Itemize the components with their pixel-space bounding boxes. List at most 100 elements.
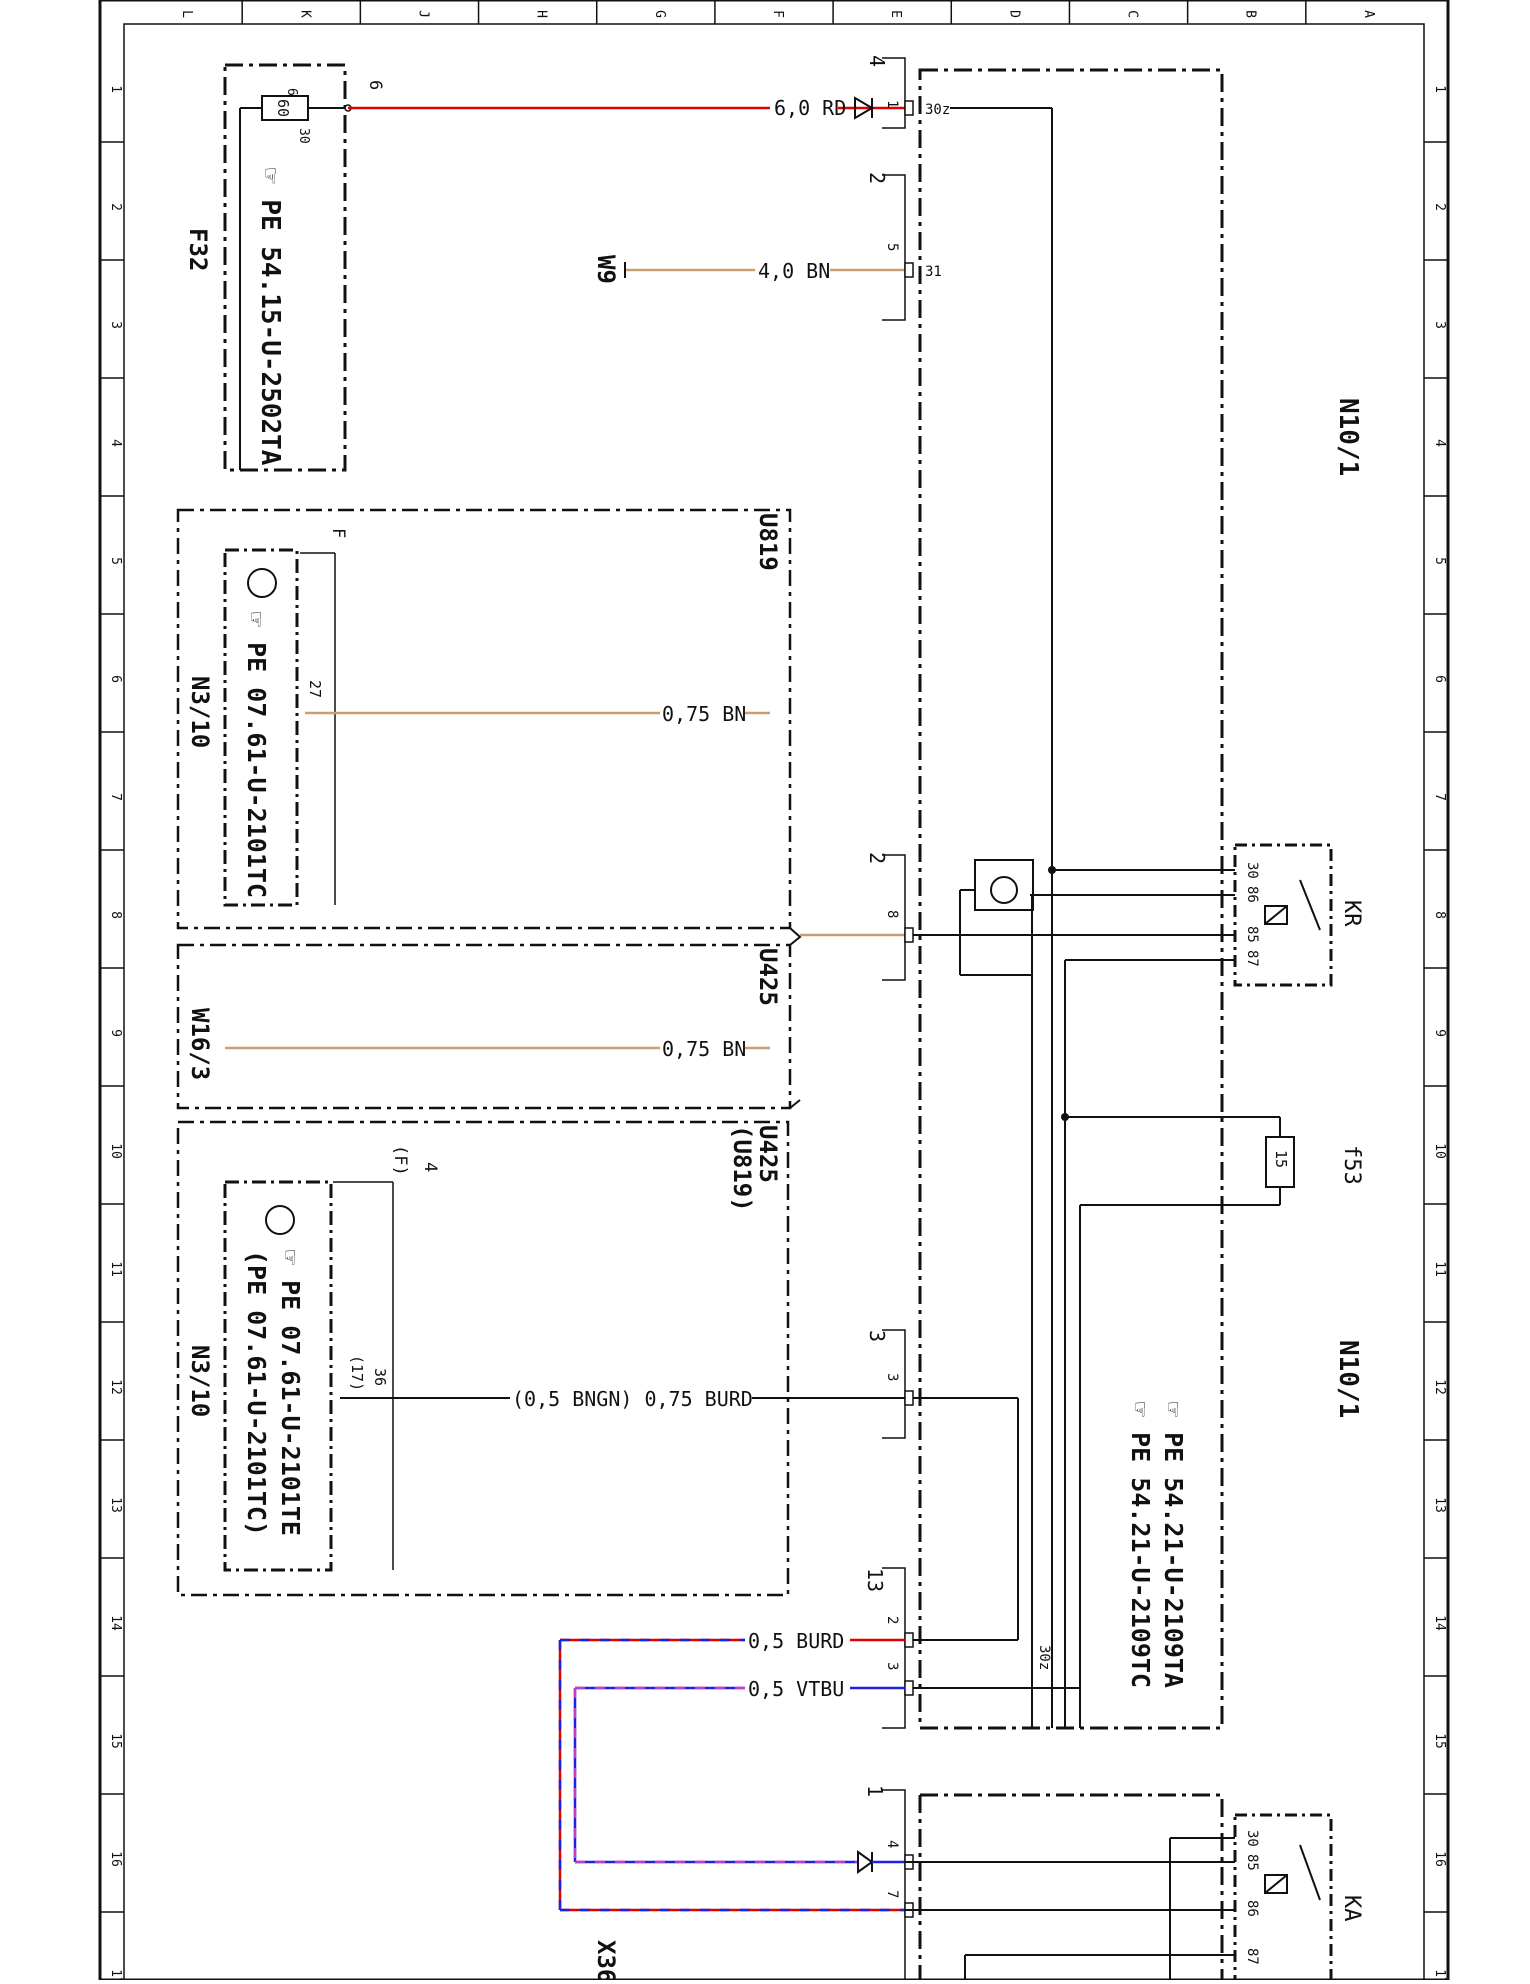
n10-1-unit: N10/1 N10/1 ☞ PE 54.21-U-2109TA ☞ PE 54.… <box>905 68 1363 1730</box>
n3-10b-label: N3/10 <box>186 1345 214 1417</box>
grid-letter-A: A <box>1361 10 1376 18</box>
f32-pin-top: 6 <box>365 80 385 90</box>
n10-1-ref1: ☞ PE 54.21-U-2109TA <box>1159 1402 1188 1688</box>
grid-number-4: 4 <box>1432 439 1447 447</box>
u819-block: U819 F 27 ☞ PE 07.61-U-2101TC N3/10 0,75… <box>176 508 792 930</box>
grid-letter-L: L <box>179 10 194 18</box>
grid-number-5: 5 <box>1432 557 1447 565</box>
grid-number-11: 11 <box>108 1261 123 1277</box>
n10-1-ref2: ☞ PE 54.21-U-2109TC <box>1126 1402 1155 1688</box>
ka-pin-86: 86 <box>1244 1900 1260 1917</box>
svg-text:1: 1 <box>884 100 900 108</box>
u425b-label: U425 <box>754 1125 782 1183</box>
svg-text:3: 3 <box>884 1373 900 1381</box>
sensor-icon <box>265 1205 295 1235</box>
grid-number-4: 4 <box>108 439 123 447</box>
relay-switch-icon <box>1299 1844 1321 1901</box>
grid-number-3: 3 <box>108 321 123 329</box>
grid-number-1: 1 <box>108 85 123 93</box>
n3-10a-pin: 27 <box>306 680 324 698</box>
grid-number-10: 10 <box>108 1143 123 1159</box>
grid-number-15: 15 <box>108 1733 123 1749</box>
grid-number-2: 2 <box>108 203 123 211</box>
svg-text:4: 4 <box>884 1840 900 1848</box>
grid-number-12: 12 <box>1432 1379 1447 1395</box>
connector-c2: 2 5 31 <box>865 172 942 321</box>
ka-relay: KA 30 85 86 87 <box>1233 1813 1364 1982</box>
kr-pin-30: 30 <box>1244 862 1260 879</box>
svg-text:30z: 30z <box>925 102 950 118</box>
svg-text:13: 13 <box>863 1568 887 1592</box>
f53-value: 15 <box>1272 1150 1290 1168</box>
sensor-icon <box>990 876 1018 904</box>
svg-text:3: 3 <box>865 1330 889 1342</box>
kr-pin-85: 85 <box>1244 926 1260 943</box>
wire-6-rd: 6,0 RD <box>348 96 905 120</box>
grid-number-17: 17 <box>108 1969 123 1980</box>
n3-10b-pin: 36 <box>371 1368 389 1386</box>
grid-number-9: 9 <box>108 1029 123 1037</box>
connector-c3: 2 8 <box>865 852 914 981</box>
grid-number-9: 9 <box>1432 1029 1447 1037</box>
grid-number-5: 5 <box>108 557 123 565</box>
u425-u819-block: U425 (U819) 4 (F) 36 (17) ☞ PE 07.61-U-2… <box>176 1120 905 1597</box>
f32-label: F32 <box>184 228 212 271</box>
u819-label: U819 <box>754 513 782 571</box>
svg-text:2: 2 <box>865 852 889 864</box>
grid-letter-F: F <box>770 10 785 18</box>
wire-05-burd-label: 0,5 BURD <box>748 1629 844 1653</box>
grid-number-14: 14 <box>108 1615 123 1631</box>
hand-pointer-icon: ☞ <box>1126 1402 1155 1432</box>
grid-number-8: 8 <box>1432 911 1447 919</box>
n3-10a-tag: F <box>328 528 348 538</box>
kr-pin-86: 86 <box>1244 886 1260 903</box>
grid-number-11: 11 <box>1432 1261 1447 1277</box>
f53-fuse: 15 f53 <box>1265 1136 1364 1188</box>
f32-fuse-value: 60 <box>274 99 292 117</box>
ka-pin-30: 30 <box>1244 1830 1260 1847</box>
n10-1-label-top: N10/1 <box>1333 398 1363 476</box>
kr-relay: KR 30 86 85 87 <box>1233 843 1364 987</box>
grid-letter-E: E <box>888 10 903 18</box>
svg-text:8: 8 <box>884 910 900 918</box>
connector-c4: 3 3 <box>865 1329 914 1439</box>
ka-pin-85: 85 <box>1244 1854 1260 1871</box>
grid-number-7: 7 <box>108 793 123 801</box>
bus-30z-label: 30z <box>1036 1645 1052 1670</box>
grid-number-15: 15 <box>1432 1733 1447 1749</box>
grid-number-13: 13 <box>1432 1497 1447 1513</box>
n3-10b-ref: ☞ PE 07.61-U-2101TE <box>276 1250 305 1536</box>
wire-burd-label: (0,5 BNGN) 0,75 BURD <box>512 1387 753 1411</box>
svg-text:7: 7 <box>884 1890 900 1898</box>
grid-letter-J: J <box>415 10 430 18</box>
n3-10b-tag: 4 <box>420 1162 440 1172</box>
n3-10a-label: N3/10 <box>186 676 214 748</box>
grid-number-13: 13 <box>108 1497 123 1513</box>
grid-number-2: 2 <box>1432 203 1447 211</box>
w9-ground: W9 4,0 BN <box>592 255 905 284</box>
f32-pin-out: 30 <box>296 128 311 144</box>
w9-label: W9 <box>592 255 620 284</box>
wire-05-burd: 0,5 BURD <box>558 1629 905 1912</box>
grid-number-6: 6 <box>1432 675 1447 683</box>
grid-number-17: 17 <box>1432 1969 1447 1980</box>
ka-label: KA <box>1339 1895 1364 1922</box>
f32-pin-in: 6 <box>284 88 299 96</box>
grid-number-16: 16 <box>108 1851 123 1867</box>
grid-number-12: 12 <box>108 1379 123 1395</box>
w16-3-label: W16/3 <box>186 1008 214 1080</box>
svg-text:31: 31 <box>925 264 942 280</box>
n3-10a-ref: ☞ PE 07.61-U-2101TC <box>242 612 271 898</box>
hand-pointer-icon: ☞ <box>242 612 271 642</box>
grid-number-6: 6 <box>108 675 123 683</box>
f32-ref-text: PE 54.15-U-2502TA <box>255 199 285 465</box>
grid-letter-H: H <box>534 10 549 18</box>
hand-pointer-icon: ☞ <box>255 168 285 199</box>
grid-letter-B: B <box>1243 10 1258 18</box>
grid-number-10: 10 <box>1432 1143 1447 1159</box>
svg-text:4: 4 <box>865 55 889 67</box>
ka-pin-87: 87 <box>1244 1948 1260 1965</box>
wire-4-bn-label: 4,0 BN <box>758 259 830 283</box>
relay-switch-icon <box>1299 879 1321 931</box>
grid-number-7: 7 <box>1432 793 1447 801</box>
